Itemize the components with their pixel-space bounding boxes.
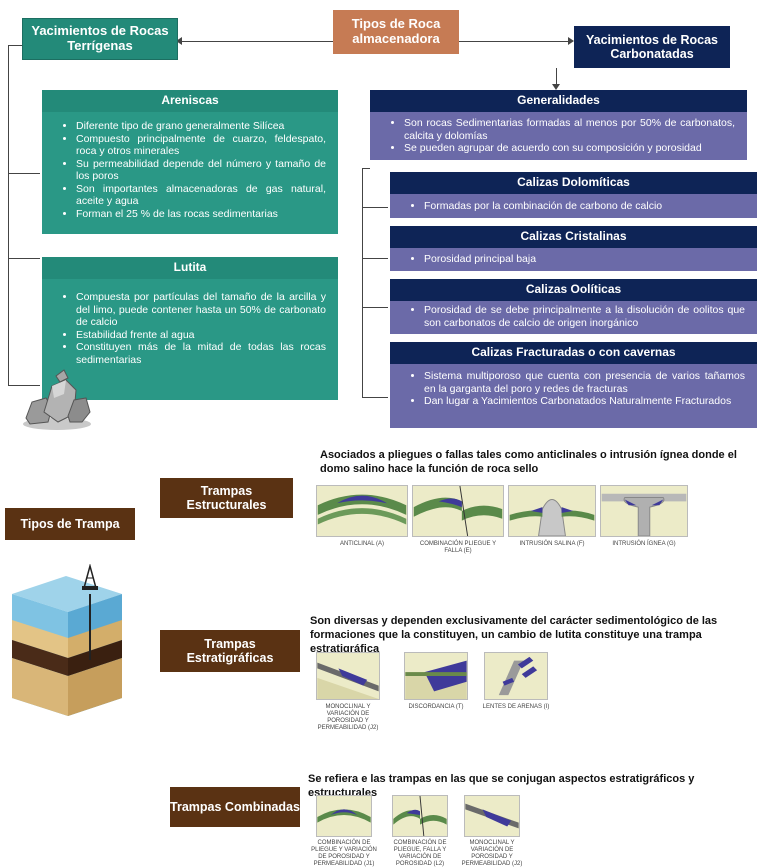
connector-line xyxy=(362,397,388,398)
connector-line xyxy=(8,45,9,385)
combinacion-pliegue-porosidad-diagram xyxy=(316,795,372,837)
intrusion-ignea-diagram xyxy=(600,485,688,537)
tipos-trampa-title: Tipos de Trampa xyxy=(5,508,135,540)
connector-line xyxy=(8,258,40,259)
connector-line xyxy=(459,41,569,42)
list-item: Porosidad de se debe principalmente a la… xyxy=(424,304,745,329)
fracturadas-box: Calizas Fracturadas o con cavernas Siste… xyxy=(390,342,757,428)
caption: COMBINACIÓN DE PLIEGUE Y VARIACIÓN DE PO… xyxy=(311,840,377,867)
connector-line xyxy=(362,168,370,169)
dolomiticas-list: Formadas por la combinación de carbono d… xyxy=(390,200,757,213)
list-item: Sistema multiporoso que cuenta con prese… xyxy=(424,370,745,395)
generalidades-list: Son rocas Sedimentarias formadas al meno… xyxy=(370,117,747,155)
fracturadas-list: Sistema multiporoso que cuenta con prese… xyxy=(390,370,757,408)
anticlinal-diagram xyxy=(316,485,408,537)
carbonatadas-title: Yacimientos de Rocas Carbonatadas xyxy=(574,26,730,68)
connector-line xyxy=(180,41,333,42)
connector-line xyxy=(8,45,22,46)
caption: MONOCLINAL Y VARIACIÓN DE POROSIDAD Y PE… xyxy=(461,840,523,867)
caption: DISCORDANCIA (T) xyxy=(408,704,464,710)
list-item: Formadas por la combinación de carbono d… xyxy=(424,200,745,213)
arrow-head-icon xyxy=(552,84,560,90)
rocks-illustration xyxy=(23,369,91,430)
list-item: Dan lugar a Yacimientos Carbonatados Nat… xyxy=(424,395,745,408)
caption: INTRUSIÓN SALINA (F) xyxy=(519,541,585,547)
intrusion-salina-diagram xyxy=(508,485,596,537)
pliegue-falla-diagram xyxy=(412,485,504,537)
list-item: Estabilidad frente al agua xyxy=(76,329,326,342)
caption: COMBINACIÓN DE PLIEGUE, FALLA Y VARIACIÓ… xyxy=(393,840,447,867)
list-item: Se pueden agrupar de acuerdo con su comp… xyxy=(404,142,735,155)
caption: COMBINACIÓN PLIEGUE Y FALLA (E) xyxy=(419,541,497,554)
main-title: Tipos de Roca almacenadora xyxy=(333,10,459,54)
dolomiticas-title: Calizas Dolomíticas xyxy=(390,172,757,194)
list-item: Su permeabilidad depende del número y ta… xyxy=(76,158,326,183)
monoclinal-porosidad-diagram xyxy=(464,795,520,837)
connector-line xyxy=(8,173,40,174)
ooliticas-list: Porosidad de se debe principalmente a la… xyxy=(390,304,757,329)
caption: LENTES DE ARENAS (I) xyxy=(482,704,550,710)
dolomiticas-box: Calizas Dolomíticas Formadas por la comb… xyxy=(390,172,757,218)
trampas-combinadas-title: Trampas Combinadas xyxy=(170,787,300,827)
trampas-estratigraficas-title: Trampas Estratigráficas xyxy=(160,630,300,672)
arrow-head-icon xyxy=(176,37,182,45)
areniscas-box: Areniscas Diferente tipo de grano genera… xyxy=(42,90,338,234)
cristalinas-list: Porosidad principal baja xyxy=(390,253,757,266)
connector-line xyxy=(8,385,40,386)
caption: ANTICLINAL (A) xyxy=(339,541,385,547)
list-item: Forman el 25 % de las rocas sedimentaria… xyxy=(76,208,326,221)
list-item: Compuesta por partículas del tamaño de l… xyxy=(76,291,326,329)
estructurales-description: Asociados a pliegues o fallas tales como… xyxy=(320,449,737,475)
ooliticas-box: Calizas Oolíticas Porosidad de se debe p… xyxy=(390,279,757,334)
ooliticas-title: Calizas Oolíticas xyxy=(390,279,757,301)
connector-line xyxy=(362,258,388,259)
lutita-box: Lutita Compuesta por partículas del tama… xyxy=(42,257,338,400)
lutita-title: Lutita xyxy=(42,257,338,279)
connector-line xyxy=(556,68,557,88)
connector-line xyxy=(362,207,388,208)
combinacion-pliegue-falla-porosidad-diagram xyxy=(392,795,448,837)
list-item: Porosidad principal baja xyxy=(424,253,745,266)
discordancia-diagram xyxy=(404,652,468,700)
lutita-list: Compuesta por partículas del tamaño de l… xyxy=(42,291,338,366)
cristalinas-box: Calizas Cristalinas Porosidad principal … xyxy=(390,226,757,271)
caption: INTRUSIÓN ÍGNEA (G) xyxy=(612,541,676,547)
estratigraficas-description: Son diversas y dependen exclusivamente d… xyxy=(310,615,718,655)
list-item: Diferente tipo de grano generalmente Sil… xyxy=(76,120,326,133)
list-item: Son importantes almacenadoras de gas nat… xyxy=(76,183,326,208)
areniscas-title: Areniscas xyxy=(42,90,338,112)
generalidades-box: Generalidades Son rocas Sedimentarias fo… xyxy=(370,90,747,160)
list-item: Compuesto principalmente de cuarzo, feld… xyxy=(76,133,326,158)
arrow-head-icon xyxy=(568,37,574,45)
oil-rig-block-illustration xyxy=(12,564,122,716)
cristalinas-title: Calizas Cristalinas xyxy=(390,226,757,248)
connector-line xyxy=(362,168,363,398)
combinadas-description: Se refiera e las trampas en las que se c… xyxy=(308,773,695,799)
connector-line xyxy=(362,307,388,308)
caption: MONOCLINAL Y VARIACIÓN DE POROSIDAD Y PE… xyxy=(317,704,379,731)
generalidades-title: Generalidades xyxy=(370,90,747,112)
fracturadas-title: Calizas Fracturadas o con cavernas xyxy=(390,342,757,364)
list-item: Son rocas Sedimentarias formadas al meno… xyxy=(404,117,735,142)
list-item: Constituyen más de la mitad de todas las… xyxy=(76,341,326,366)
areniscas-list: Diferente tipo de grano generalmente Sil… xyxy=(42,120,338,220)
lentes-arenas-diagram xyxy=(484,652,548,700)
trampas-estructurales-title: Trampas Estructurales xyxy=(160,478,293,518)
monoclinal-diagram xyxy=(316,652,380,700)
terrigenas-title: Yacimientos de Rocas Terrígenas xyxy=(22,18,178,60)
